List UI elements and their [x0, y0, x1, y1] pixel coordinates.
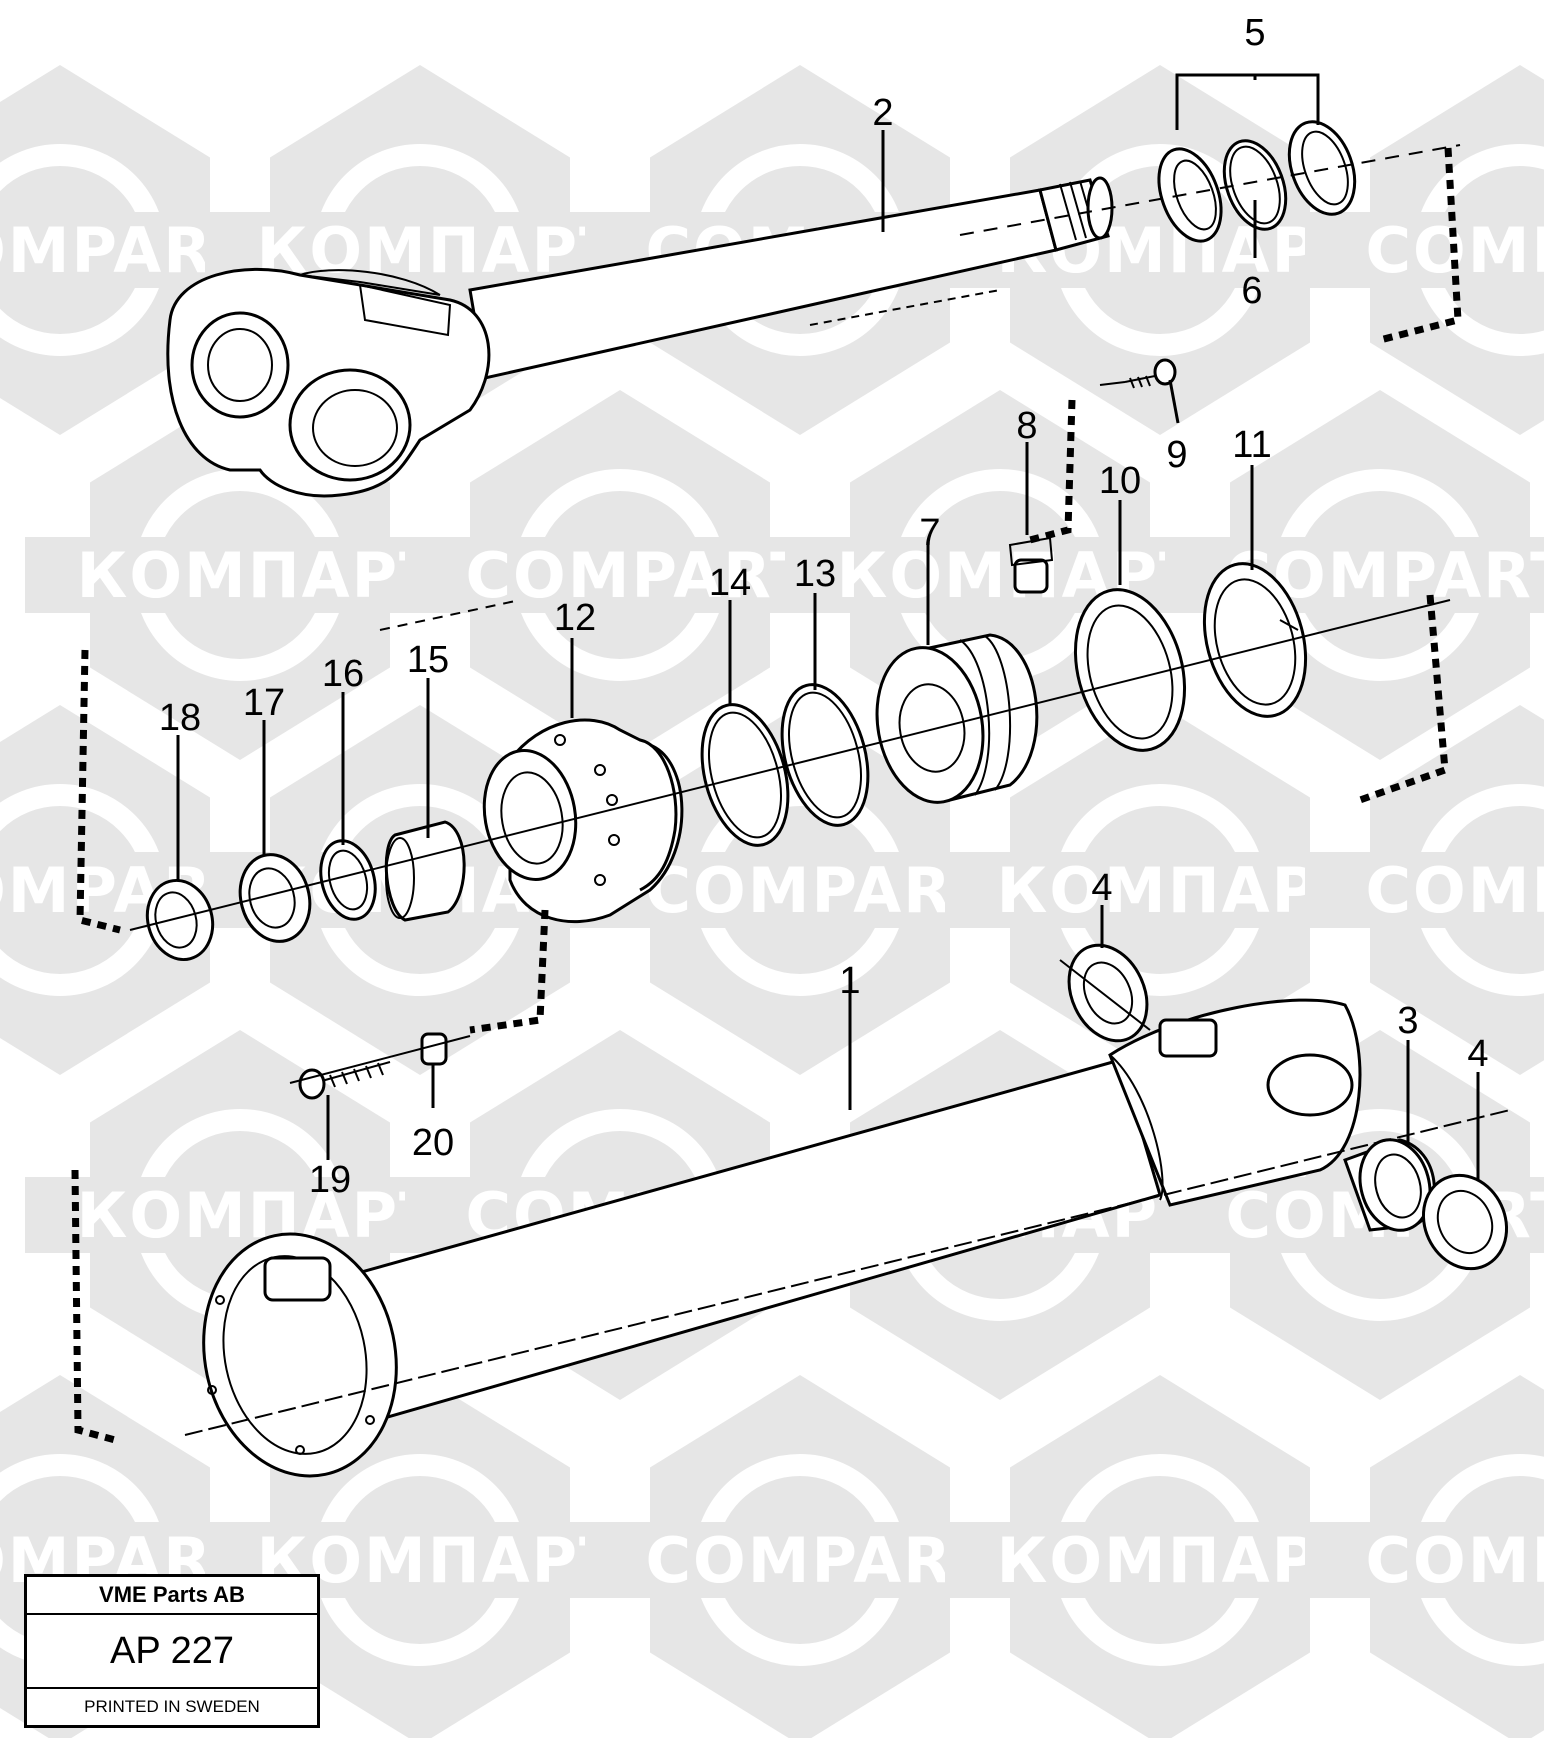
callout-5: 5 [1244, 12, 1265, 54]
svg-text:COMPART: COMPART [646, 1524, 995, 1597]
callout-6: 6 [1241, 270, 1262, 312]
watermark-tile: COMPART [1305, 705, 1544, 1075]
watermark-tile: COMPART [1305, 1375, 1544, 1738]
callout-3: 3 [1397, 1000, 1418, 1042]
guide-ring-11 [1202, 562, 1308, 718]
title-block-company: VME Parts AB [27, 1577, 317, 1615]
callout-15: 15 [407, 639, 449, 681]
callout-4-lower: 4 [1467, 1033, 1488, 1075]
callout-18: 18 [159, 697, 201, 739]
callout-4-upper: 4 [1091, 867, 1112, 909]
callout-17: 17 [243, 682, 285, 724]
ring-16 [319, 839, 377, 921]
seal-17 [238, 853, 312, 943]
svg-text:COMPART: COMPART [466, 539, 815, 612]
bolt-19 [298, 1061, 391, 1100]
seal-ring-5a [1157, 147, 1223, 243]
callout-2: 2 [872, 92, 893, 134]
callout-20: 20 [412, 1122, 454, 1164]
wiper-18 [145, 878, 215, 962]
bushing-15 [384, 820, 466, 922]
callout-13: 13 [794, 553, 836, 595]
callouts: 2 5 6 8 9 10 11 7 13 14 12 15 16 17 18 4… [159, 12, 1489, 1201]
callout-16: 16 [322, 653, 364, 695]
bushing-4-upper [1067, 943, 1149, 1043]
seal-ring-5b [1287, 120, 1357, 216]
watermark-tile: COMPART [405, 390, 835, 760]
washer-20 [420, 1032, 448, 1066]
callout-1: 1 [839, 960, 860, 1002]
bushing-4-lower [1421, 1173, 1509, 1271]
assembly-lines [71, 144, 1511, 1444]
seal-10 [1073, 588, 1187, 752]
callout-7: 7 [919, 512, 940, 554]
svg-text:КОМПАРТ: КОМПАРТ [77, 539, 444, 612]
watermark-tile: COMPART [1305, 65, 1544, 435]
watermark-tile: COMPART [585, 1375, 1015, 1738]
bolt-9 [1124, 358, 1177, 389]
svg-text:КОМПАРТ: КОМПАРТ [997, 854, 1364, 927]
svg-text:COMPART: COMPART [1366, 1524, 1544, 1597]
title-block-printed: PRINTED IN SWEDEN [84, 1697, 260, 1716]
svg-text:COMPART: COMPART [646, 854, 995, 927]
callout-12: 12 [554, 597, 596, 639]
callout-9: 9 [1166, 434, 1187, 476]
svg-text:КОМПАРТ: КОМПАРТ [997, 1524, 1364, 1597]
cylinder-head-12 [482, 718, 684, 923]
callout-19: 19 [309, 1159, 351, 1201]
title-block-code: AP 227 [27, 1615, 317, 1689]
callout-10: 10 [1099, 460, 1141, 502]
callout-8: 8 [1016, 405, 1037, 447]
piston-rod [166, 176, 1114, 498]
leader-lines [176, 73, 1480, 1180]
cylinder-tube-1 [202, 998, 1362, 1478]
callout-14: 14 [709, 562, 751, 604]
svg-text:COMPART: COMPART [1366, 854, 1544, 927]
callout-11: 11 [1232, 424, 1271, 466]
watermark-tile: КОМПАРТ [945, 1375, 1375, 1738]
title-block: VME Parts AB AP 227 PRINTED IN SWEDEN [24, 1574, 320, 1728]
